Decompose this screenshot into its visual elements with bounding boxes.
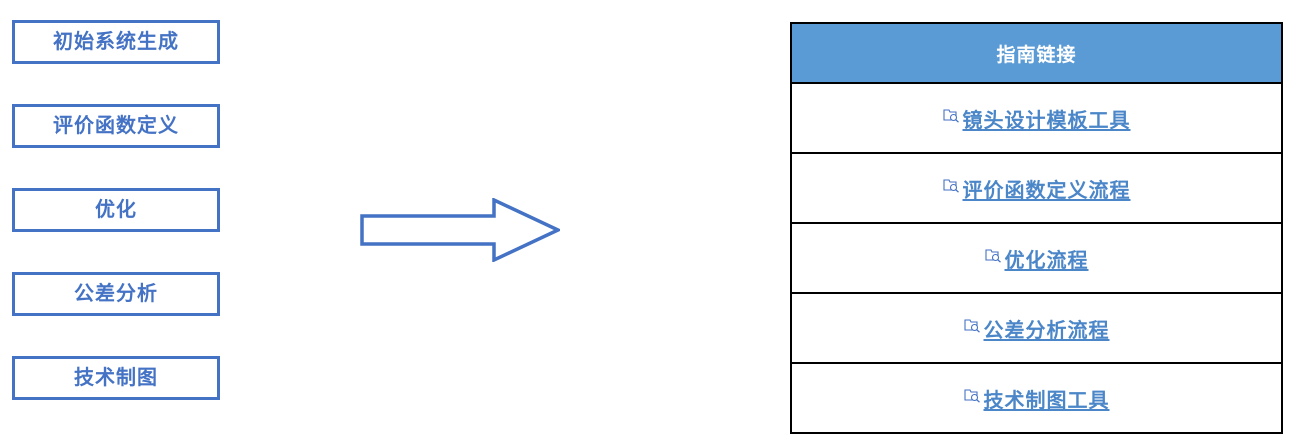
table-header-label: 指南链接 [996, 44, 1077, 66]
table-cell-link[interactable]: 评价函数定义流程 [790, 152, 1283, 224]
guide-link-label[interactable]: 镜头设计模板工具 [962, 109, 1131, 132]
process-box-label: 初始系统生成 [53, 31, 179, 53]
folder-search-icon [942, 177, 961, 193]
table-cell-link[interactable]: 公差分析流程 [790, 292, 1283, 364]
table-row: 评价函数定义流程 [790, 152, 1283, 224]
process-box-label: 技术制图 [74, 367, 158, 389]
folder-search-icon [942, 107, 961, 123]
guide-link-table: 指南链接 镜头设计模板工具 [790, 22, 1283, 434]
link-cell-inner: 镜头设计模板工具 [942, 104, 1131, 133]
guide-link-label[interactable]: 评价函数定义流程 [962, 179, 1131, 202]
process-box-initial-system-generation[interactable]: 初始系统生成 [12, 20, 220, 64]
table-cell-link[interactable]: 优化流程 [790, 222, 1283, 294]
table-header-cell: 指南链接 [790, 22, 1283, 84]
table-cell-link[interactable]: 镜头设计模板工具 [790, 82, 1283, 154]
guide-link-label[interactable]: 公差分析流程 [983, 319, 1110, 342]
link-cell-inner: 优化流程 [984, 244, 1089, 273]
link-cell-inner: 公差分析流程 [963, 314, 1110, 343]
process-box-tolerance-analysis[interactable]: 公差分析 [12, 272, 220, 316]
process-box-label: 公差分析 [74, 283, 158, 305]
link-cell-inner: 技术制图工具 [963, 384, 1110, 413]
table-header-row: 指南链接 [790, 22, 1283, 84]
guide-link-label[interactable]: 优化流程 [1004, 249, 1089, 272]
guide-link-label[interactable]: 技术制图工具 [983, 389, 1110, 412]
table-row: 公差分析流程 [790, 292, 1283, 364]
process-box-label: 优化 [95, 199, 137, 221]
folder-search-icon [984, 247, 1003, 263]
folder-search-icon [963, 387, 982, 403]
table-row: 技术制图工具 [790, 362, 1283, 434]
right-block-arrow-icon [360, 198, 560, 262]
folder-search-icon [963, 317, 982, 333]
process-box-optimization[interactable]: 优化 [12, 188, 220, 232]
table-cell-link[interactable]: 技术制图工具 [790, 362, 1283, 434]
process-flow-column: 初始系统生成 评价函数定义 优化 公差分析 技术制图 [12, 20, 224, 440]
process-box-merit-function-definition[interactable]: 评价函数定义 [12, 104, 220, 148]
link-cell-inner: 评价函数定义流程 [942, 174, 1131, 203]
process-box-technical-drawing[interactable]: 技术制图 [12, 356, 220, 400]
process-box-label: 评价函数定义 [53, 115, 179, 137]
table-row: 优化流程 [790, 222, 1283, 294]
table-row: 镜头设计模板工具 [790, 82, 1283, 154]
